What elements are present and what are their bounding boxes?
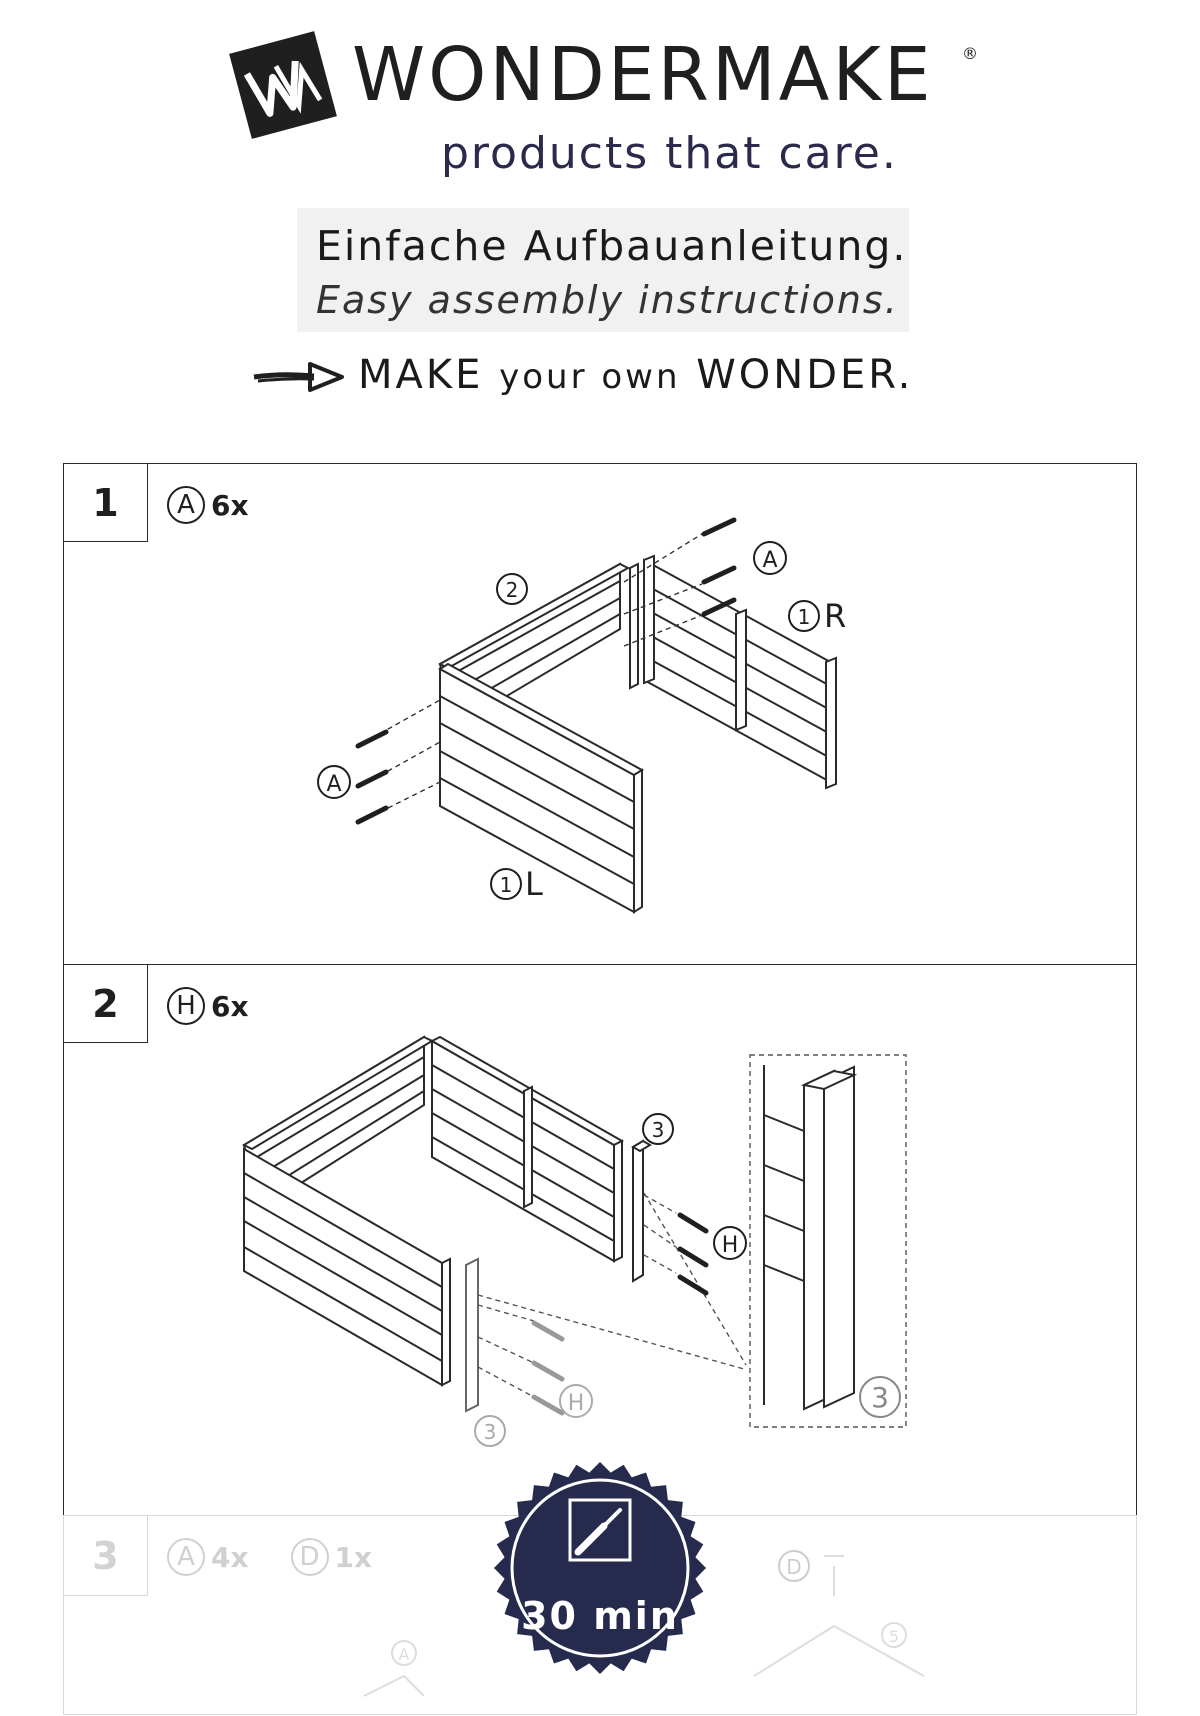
part-qty: 6x xyxy=(211,488,249,522)
svg-text:1: 1 xyxy=(500,873,513,897)
part-list: A 4x D 1x xyxy=(167,1538,372,1576)
title-english: Easy assembly instructions. xyxy=(316,278,899,322)
part-id: D xyxy=(290,1538,329,1576)
part-qty: 6x xyxy=(211,989,249,1023)
registered-mark: ® xyxy=(962,44,978,63)
svg-text:A: A xyxy=(399,1645,410,1664)
step-3-illustration: D A 5 xyxy=(363,1550,925,1697)
svg-text:H: H xyxy=(568,1391,585,1416)
label-a-left: A xyxy=(317,765,351,799)
label-a-top: A xyxy=(753,541,787,575)
label-5: 5 xyxy=(881,1622,907,1648)
screwdriver-icon xyxy=(568,1498,632,1562)
step-1-panel: 1 A 6x xyxy=(63,463,1137,965)
part-qty: 1x xyxy=(334,1540,373,1574)
part-qty: 4x xyxy=(211,1540,249,1574)
step-1-illustration: A A 2 1 R 1 L xyxy=(317,517,846,914)
label-detail-3: 3 xyxy=(859,1376,901,1418)
svg-text:2: 2 xyxy=(506,578,519,602)
label-h-right: H xyxy=(713,1226,747,1260)
svg-text:3: 3 xyxy=(871,1381,889,1414)
title-german: Einfache Aufbauanleitung. xyxy=(316,222,908,270)
svg-text:D: D xyxy=(786,1555,801,1579)
step-number: 1 xyxy=(64,464,148,542)
label-panel-1r: 1 R xyxy=(788,597,846,635)
svg-text:A: A xyxy=(762,548,777,573)
label-d: D xyxy=(778,1550,810,1582)
label-h-left: H xyxy=(559,1384,593,1418)
svg-text:A: A xyxy=(326,772,341,797)
svg-text:L: L xyxy=(525,865,543,903)
motto-make: MAKE xyxy=(358,352,484,398)
svg-text:H: H xyxy=(722,1233,739,1258)
motto: MAKE your own WONDER. xyxy=(358,352,913,398)
step-2-illustration: 3 H H 3 3 xyxy=(241,1035,907,1447)
brand-name: WONDERMAKE xyxy=(352,32,934,118)
part-id: A xyxy=(167,486,205,524)
label-panel-2: 2 xyxy=(496,573,528,605)
svg-text:R: R xyxy=(824,597,846,635)
part-list: H 6x xyxy=(167,987,249,1025)
step-number: 3 xyxy=(64,1516,148,1596)
step-2-panel: 2 H 6x xyxy=(63,964,1137,1516)
brand-logo-icon xyxy=(229,31,337,139)
svg-text:5: 5 xyxy=(889,1627,899,1646)
part-id: H xyxy=(167,987,205,1025)
title-box xyxy=(297,208,909,332)
arrow-icon xyxy=(253,362,344,392)
part-list: A 6x xyxy=(167,486,249,524)
label-post-3-left: 3 xyxy=(474,1415,506,1447)
svg-text:3: 3 xyxy=(484,1420,497,1444)
brand-tagline: products that care. xyxy=(441,128,898,179)
label-panel-1l: 1 L xyxy=(490,865,543,903)
time-badge xyxy=(494,1462,706,1674)
part-id: A xyxy=(167,1538,205,1576)
svg-text:3: 3 xyxy=(652,1118,665,1142)
motto-your-own: your own xyxy=(499,357,681,397)
step-number: 2 xyxy=(64,965,148,1043)
motto-wonder: WONDER. xyxy=(696,352,914,398)
label-a: A xyxy=(391,1640,417,1666)
badge-time-label: 30 min xyxy=(521,1594,679,1638)
svg-text:1: 1 xyxy=(798,605,811,629)
label-post-3: 3 xyxy=(642,1113,674,1145)
